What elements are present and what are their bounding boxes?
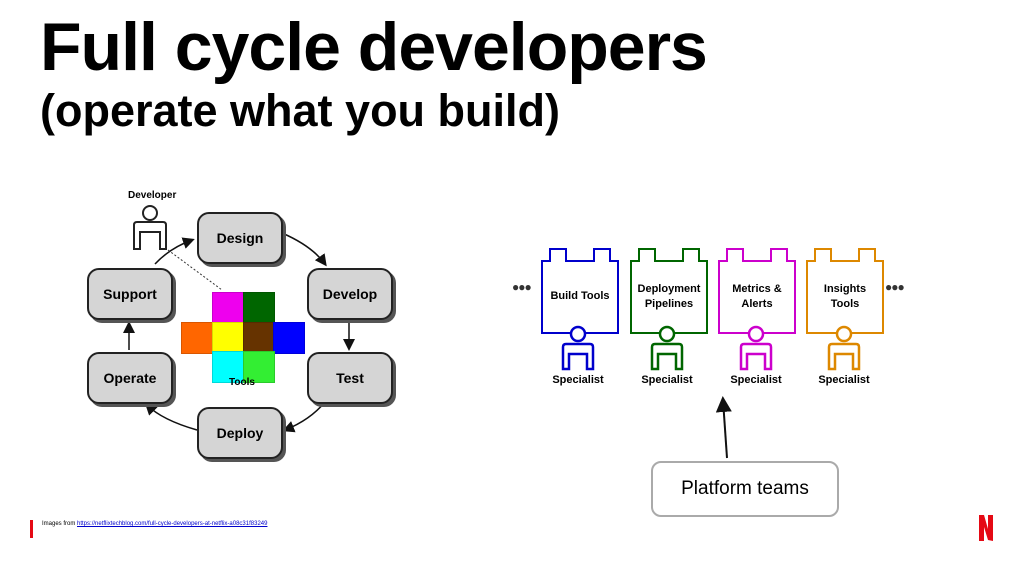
support-stage: Support xyxy=(87,268,173,320)
team-insights-tools: Insights Tools xyxy=(806,248,884,334)
team-metrics-alerts: Metrics & Alerts xyxy=(718,248,796,334)
developer-label: Developer xyxy=(128,190,177,201)
callout-label: Platform teams xyxy=(681,478,809,499)
brick-blue xyxy=(273,322,305,354)
design-stage: Design xyxy=(197,212,283,264)
deploy-label: Deploy xyxy=(216,425,264,441)
team-label: Deployment Pipelines xyxy=(637,282,701,310)
specialist-label-insights: Specialist xyxy=(818,374,870,386)
support-label: Support xyxy=(103,286,157,302)
specialist-label-build: Specialist xyxy=(552,374,604,386)
source-link[interactable]: https://netflixtechblog.com/full-cycle-d… xyxy=(77,521,268,527)
netflix-logo-icon xyxy=(979,515,993,541)
specialist-label-metrics: Specialist xyxy=(730,374,782,386)
arrow-test-deploy xyxy=(282,401,326,433)
develop-stage: Develop xyxy=(307,268,393,320)
slide-subtitle: (operate what you build) xyxy=(40,85,561,136)
brick-magenta xyxy=(212,292,244,324)
operate-label: Operate xyxy=(103,370,157,386)
test-stage: Test xyxy=(307,352,393,404)
team-label: Metrics & Alerts xyxy=(732,282,782,310)
team-label: Build Tools xyxy=(550,290,610,303)
brick-cyan xyxy=(212,351,244,383)
developer-icon xyxy=(133,205,167,250)
tools-label: Tools xyxy=(229,377,255,388)
arrow-support-design xyxy=(154,237,195,265)
brick-brown xyxy=(243,322,275,354)
footer-credit: Images from https://netflixtechblog.com/… xyxy=(42,521,267,527)
ellipsis-left: ●●● xyxy=(512,280,532,294)
team-deployment-pipelines: Deployment Pipelines xyxy=(630,248,708,334)
platform-teams-callout: Platform teams xyxy=(651,461,839,517)
design-label: Design xyxy=(216,230,264,246)
ellipsis-right: ●●● xyxy=(885,280,905,294)
test-label: Test xyxy=(336,370,364,386)
brick-lightgreen xyxy=(243,351,275,383)
footer-accent-bar xyxy=(30,520,33,538)
operate-stage: Operate xyxy=(87,352,173,404)
slide-title: Full cycle developers xyxy=(40,9,708,85)
specialist-label-deployment: Specialist xyxy=(641,374,693,386)
arrow-design-develop xyxy=(281,232,327,267)
footer-prefix: Images from xyxy=(42,521,78,527)
arrow-platform-callout xyxy=(715,396,732,459)
deploy-stage: Deploy xyxy=(197,407,283,459)
team-build-tools: Build Tools xyxy=(541,248,619,334)
brick-orange xyxy=(181,322,213,354)
develop-label: Develop xyxy=(322,286,378,302)
team-label: Insights Tools xyxy=(823,282,867,310)
brick-yellow xyxy=(212,322,244,354)
arrow-deploy-operate xyxy=(144,402,198,431)
developer-dotted-line xyxy=(167,249,223,291)
brick-darkgreen xyxy=(243,292,275,324)
